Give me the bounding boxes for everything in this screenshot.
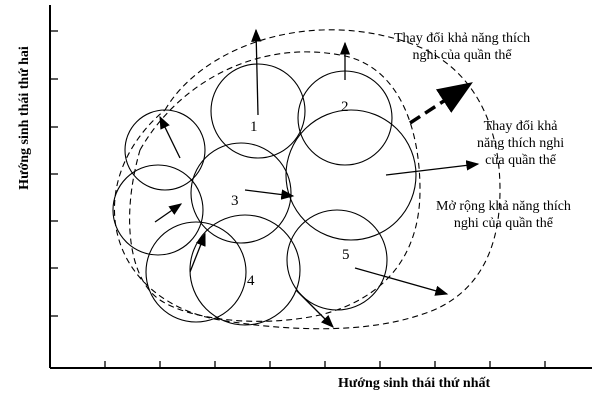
annotation-line: nghi của quần thể (412, 48, 512, 63)
dashed-boundaries (113, 29, 501, 330)
niche-circle-5 (286, 209, 388, 311)
niche-circle-left (112, 164, 204, 256)
axes (49, 5, 592, 369)
expanded-boundary (113, 29, 501, 330)
annotation-shift-right: Thay đổi khả năng thích nghi của quần th… (477, 118, 564, 169)
niche-circle-large (285, 109, 417, 241)
y-ticks (50, 30, 58, 317)
arrow-icon (244, 189, 295, 200)
arrow-icon (385, 160, 480, 176)
arrow-icon (251, 28, 262, 116)
arrow-icon (154, 203, 183, 223)
annotation-line: Thay đổi khả năng thích (394, 31, 531, 46)
arrow-icon (354, 267, 449, 296)
arrow-icon (189, 232, 206, 273)
y-axis-label: Hướng sinh thái thứ hai (17, 46, 32, 190)
annotation-line: của quần thể (485, 153, 556, 168)
inner-boundary (129, 51, 421, 322)
niche-label-5: 5 (342, 247, 350, 263)
niche-label-4: 4 (247, 273, 255, 289)
niche-circle-upper-left (124, 109, 206, 191)
arrow-icon (159, 115, 181, 159)
annotation-line: Mở rộng khả năng thích (436, 199, 571, 214)
annotation-line: năng thích nghi (477, 136, 565, 151)
annotation-expand: Mở rộng khả năng thích nghi của quần thể (436, 198, 571, 232)
niche-circle-3 (190, 142, 292, 244)
arrow-icon (295, 289, 334, 328)
x-axis-label: Hướng sinh thái thứ nhất (338, 376, 491, 391)
x-ticks (104, 361, 546, 368)
niche-label-3: 3 (231, 193, 239, 209)
niche-circle-4 (189, 214, 301, 326)
niche-circles (112, 63, 417, 326)
niche-circle-lower-left (145, 221, 247, 323)
arrows (154, 28, 480, 328)
annotation-line: nghi của quần thể (453, 216, 554, 231)
annotation-shift-top: Thay đổi khả năng thích nghi của quần th… (394, 30, 530, 64)
dashed-shift-arrow-icon (409, 82, 473, 125)
niche-circle-1 (210, 63, 306, 159)
annotation-line: Thay đổi khả (483, 119, 558, 134)
niche-label-1: 1 (250, 119, 258, 135)
niche-circle-2 (297, 70, 393, 166)
niche-label-2: 2 (341, 99, 349, 115)
